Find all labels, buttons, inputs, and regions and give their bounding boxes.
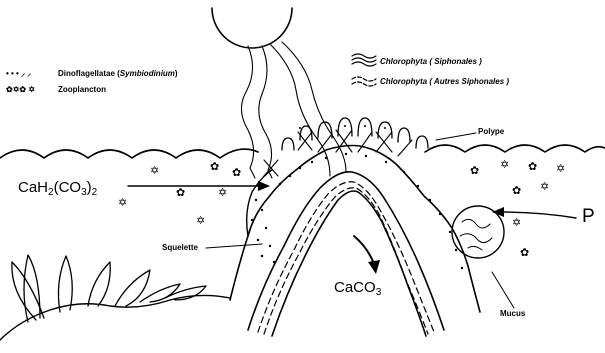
svg-text:✡: ✡	[556, 163, 565, 175]
chlorophyta-autres-icon	[352, 77, 376, 86]
legend-dino: Dinoflagellatae (Symbiodinium)	[58, 69, 178, 78]
polype-label: Polype	[478, 127, 505, 136]
legend-zoo: Zooplancton	[58, 85, 106, 94]
svg-text:✡: ✡	[512, 217, 521, 229]
svg-text:✿: ✿	[176, 187, 185, 199]
squelette-label: Squelette	[162, 243, 199, 252]
legend-chloro-1: Chlorophyta ( Siphonales )	[380, 57, 482, 66]
skeleton	[248, 172, 444, 336]
svg-text:✿: ✿	[528, 161, 537, 173]
legend: • • • ⸝ ⸝ Dinoflagellatae (Symbiodinium)…	[6, 54, 509, 94]
dinoflagellate-icon: • • • ⸝ ⸝	[6, 69, 31, 78]
svg-text:✡: ✡	[218, 187, 227, 199]
bicarbonate-label: CaH2(CO3)2	[18, 179, 98, 198]
sun-ray-icon	[241, 42, 346, 178]
zooplankton-icon: ✿✡✿ ✡	[6, 85, 35, 94]
svg-text:✿: ✿	[210, 161, 219, 173]
seaweed-icon	[0, 255, 230, 340]
svg-text:✿: ✿	[520, 247, 529, 259]
svg-text:✿: ✿	[470, 165, 479, 177]
legend-chloro-2: Chlorophyta ( Autres Siphonales )	[380, 77, 509, 86]
wave-icon	[0, 145, 605, 158]
caco3-label: CaCO3	[334, 279, 382, 298]
chlorophyta-siphonales-icon	[352, 54, 376, 66]
svg-text:✿: ✿	[232, 167, 241, 179]
svg-text:✿: ✿	[512, 185, 521, 197]
svg-text:✡: ✡	[196, 215, 205, 227]
mucus-label: Mucus	[500, 309, 526, 318]
sun-icon	[212, 8, 292, 48]
p-label: P	[582, 206, 595, 227]
arrow-icon	[128, 181, 576, 274]
svg-text:✡: ✡	[540, 181, 549, 193]
svg-text:✡: ✡	[500, 159, 509, 171]
svg-text:✡: ✡	[150, 165, 159, 177]
svg-text:✡: ✡	[118, 197, 127, 209]
